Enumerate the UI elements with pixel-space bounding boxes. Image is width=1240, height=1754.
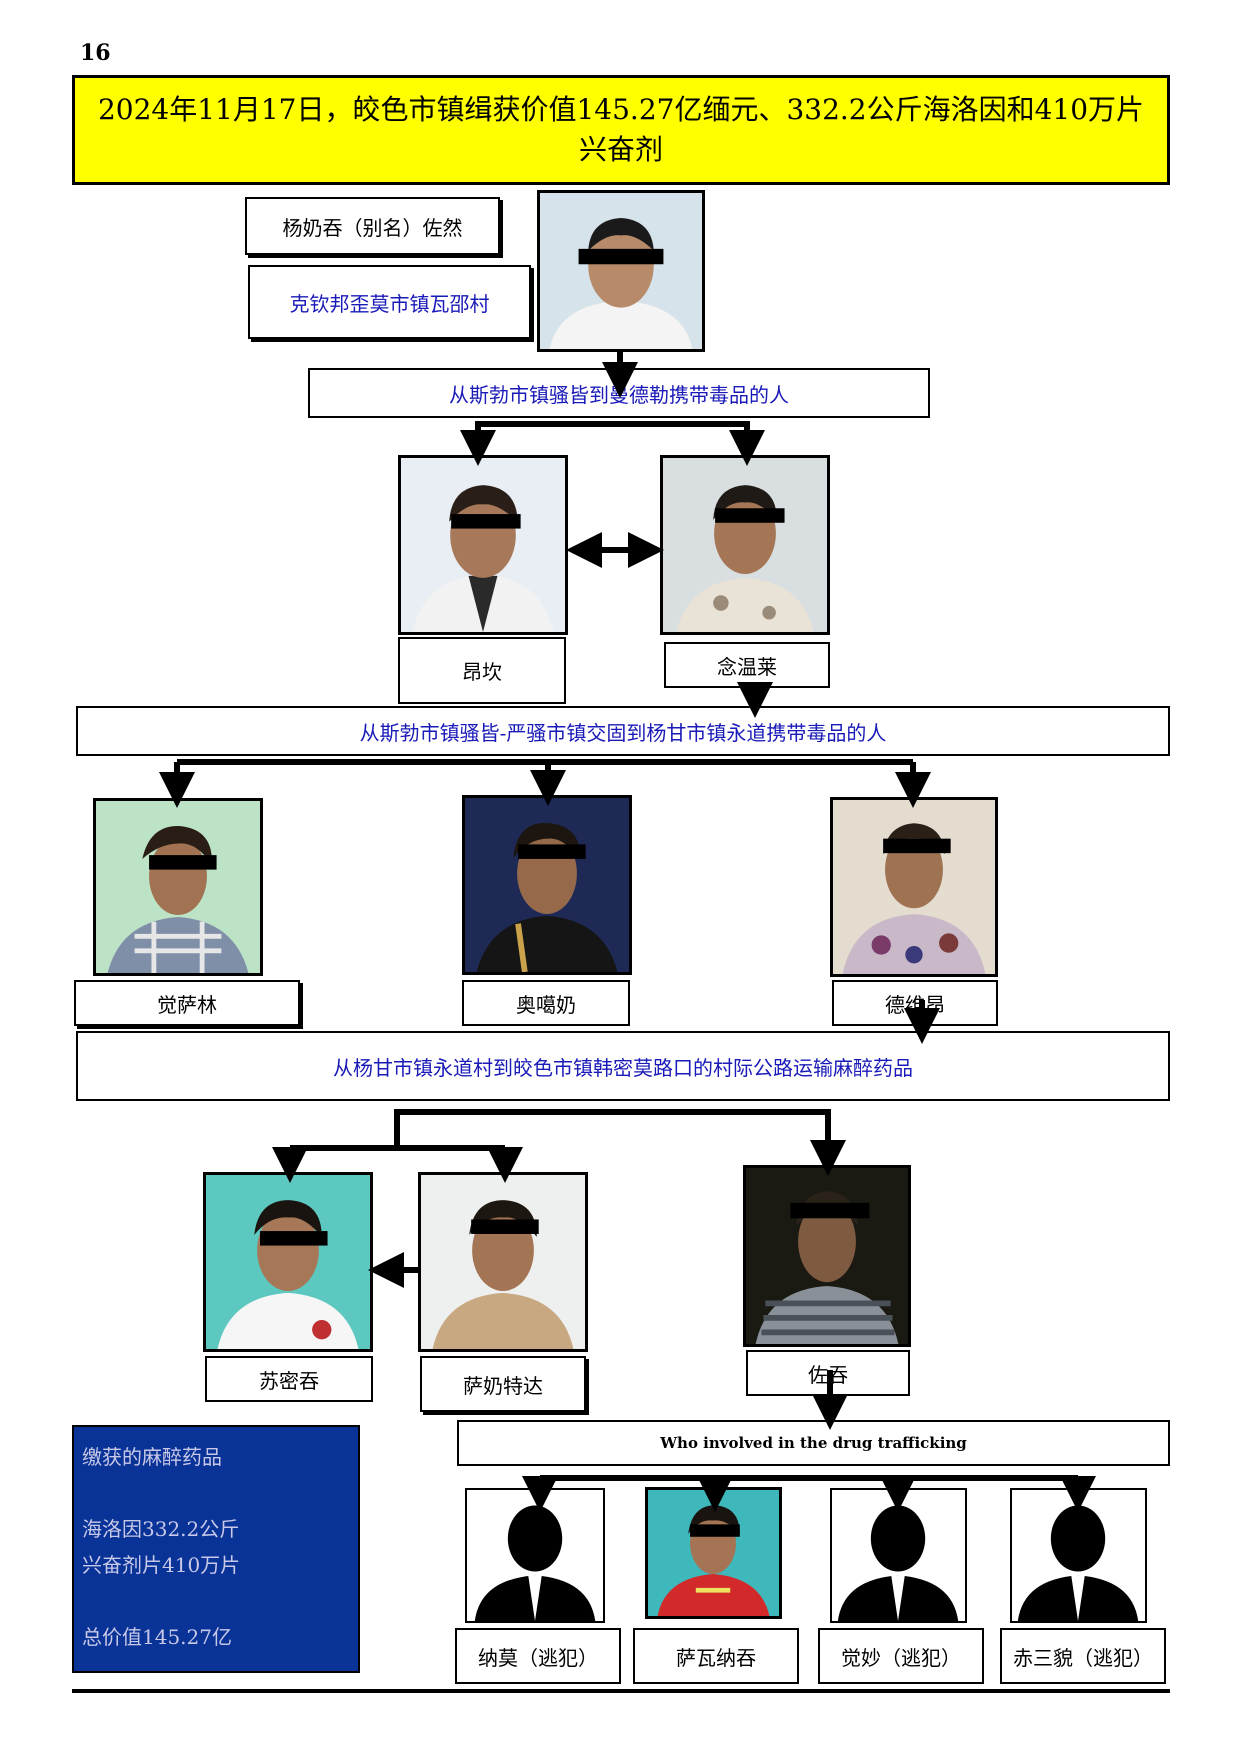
person-2-image bbox=[663, 458, 827, 632]
page-title: 2024年11月17日，皎色市镇缉获价值145.27亿缅元、332.2公斤海洛因… bbox=[97, 93, 1145, 166]
person-7-label: 萨奶特达 bbox=[420, 1356, 586, 1412]
route-2-text: 从斯勃市镇骚皆-严骚市镇交固到杨甘市镇永道携带毒品的人 bbox=[359, 720, 887, 745]
person-5-label: 德维昂 bbox=[832, 980, 998, 1026]
route-4-text: Who involved in the drug trafficking bbox=[660, 1434, 967, 1452]
seized-stimulants: 兴奋剂片410万片 bbox=[82, 1553, 241, 1577]
route-3-text: 从杨甘市镇永道村到皎色市镇韩密莫路口的村际公路运输麻醉药品 bbox=[333, 1055, 913, 1080]
person-12-label: 赤三貌（逃犯） bbox=[1000, 1628, 1166, 1684]
person-1-label: 昂坎 bbox=[398, 637, 566, 704]
seized-heroin: 海洛因332.2公斤 bbox=[82, 1517, 240, 1541]
person-8-photo bbox=[743, 1165, 911, 1347]
person-3-label: 觉萨林 bbox=[74, 980, 300, 1026]
person-7-image bbox=[421, 1175, 585, 1349]
person-10-label: 萨瓦纳吞 bbox=[633, 1628, 799, 1684]
person-5-photo bbox=[830, 797, 998, 977]
arrow-route1-split bbox=[475, 421, 750, 432]
page-number: 16 bbox=[80, 40, 111, 66]
person-5-name: 德维昂 bbox=[885, 992, 945, 1017]
leader-origin-box: 克钦邦歪莫市镇瓦邵村 bbox=[248, 265, 531, 339]
person-11-label: 觉妙（逃犯） bbox=[818, 1628, 984, 1684]
title-banner: 2024年11月17日，皎色市镇缉获价值145.27亿缅元、332.2公斤海洛因… bbox=[72, 75, 1170, 185]
person-1-name: 昂坎 bbox=[462, 660, 502, 684]
person-10-photo bbox=[645, 1487, 782, 1619]
arrow-route3-split bbox=[394, 1109, 846, 1176]
person-11-silhouette bbox=[830, 1488, 967, 1623]
person-4-photo bbox=[462, 795, 632, 975]
person-1-photo bbox=[398, 455, 568, 635]
leader-name-box: 杨奶吞（别名）佐然 bbox=[245, 197, 500, 255]
person-10-name: 萨瓦纳吞 bbox=[676, 1645, 756, 1670]
person-5-image bbox=[833, 800, 995, 974]
person-2-photo bbox=[660, 455, 830, 635]
route-3-label: 从杨甘市镇永道村到皎色市镇韩密莫路口的村际公路运输麻醉药品 bbox=[76, 1031, 1170, 1101]
route-2-label: 从斯勃市镇骚皆-严骚市镇交固到杨甘市镇永道携带毒品的人 bbox=[76, 706, 1170, 756]
person-9-label: 纳莫（逃犯） bbox=[455, 1628, 621, 1684]
person-8-image bbox=[746, 1168, 908, 1344]
person-6-label: 苏密吞 bbox=[205, 1356, 373, 1402]
route-1-text: 从斯勃市镇骚皆到曼德勒携带毒品的人 bbox=[449, 382, 789, 407]
person-3-name: 觉萨林 bbox=[157, 992, 217, 1017]
route-1-label: 从斯勃市镇骚皆到曼德勒携带毒品的人 bbox=[308, 368, 930, 418]
person-silhouette-icon bbox=[474, 1505, 596, 1621]
person-9-name: 纳莫（逃犯） bbox=[478, 1645, 598, 1670]
person-4-label: 奥噶奶 bbox=[462, 980, 630, 1026]
person-8-label: 佐吞 bbox=[746, 1350, 910, 1396]
seized-heading: 缴获的麻醉药品 bbox=[82, 1445, 222, 1469]
person-7-photo bbox=[418, 1172, 588, 1352]
person-7-name: 萨奶特达 bbox=[463, 1373, 543, 1398]
route-4-label: Who involved in the drug trafficking bbox=[457, 1420, 1170, 1466]
person-9-silhouette bbox=[465, 1488, 605, 1623]
leader-photo-image bbox=[540, 193, 702, 349]
person-6-name: 苏密吞 bbox=[259, 1368, 319, 1393]
person-12-silhouette bbox=[1010, 1488, 1147, 1623]
arrow-route3-left bbox=[290, 1112, 505, 1151]
person-silhouette-icon bbox=[837, 1505, 959, 1621]
person-6-image bbox=[206, 1175, 370, 1349]
seized-total: 总价值145.27亿 bbox=[82, 1625, 232, 1649]
leader-photo bbox=[537, 190, 705, 352]
person-12-name: 赤三貌（逃犯） bbox=[1013, 1645, 1153, 1670]
person-1-image bbox=[401, 458, 565, 632]
person-10-image bbox=[648, 1490, 779, 1616]
person-4-image bbox=[465, 798, 629, 972]
leader-name: 杨奶吞（别名）佐然 bbox=[282, 215, 463, 240]
footer-rule bbox=[72, 1689, 1170, 1693]
leader-origin: 克钦邦歪莫市镇瓦邵村 bbox=[289, 291, 490, 316]
person-2-label: 念温莱 bbox=[664, 642, 830, 688]
person-4-name: 奥噶奶 bbox=[516, 992, 576, 1017]
person-2-name: 念温莱 bbox=[717, 654, 777, 679]
person-11-name: 觉妙（逃犯） bbox=[841, 1645, 961, 1670]
person-6-photo bbox=[203, 1172, 373, 1352]
person-3-photo bbox=[93, 798, 263, 976]
person-silhouette-icon bbox=[1017, 1505, 1139, 1621]
person-3-image bbox=[96, 801, 260, 973]
seized-drugs-box: 缴获的麻醉药品 海洛因332.2公斤 兴奋剂片410万片 总价值145.27亿 bbox=[72, 1425, 360, 1673]
person-8-name: 佐吞 bbox=[808, 1362, 848, 1387]
